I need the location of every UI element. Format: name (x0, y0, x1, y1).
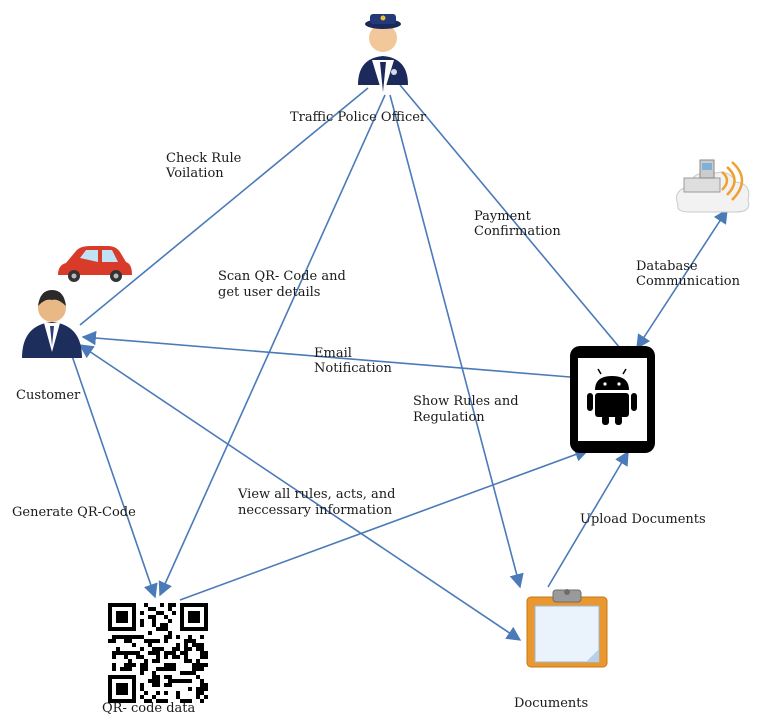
edge-officer-customer (79, 87, 369, 326)
label-upload: Upload Documents (580, 512, 706, 527)
car-icon (58, 246, 132, 282)
label-scan-qr-line2: get user details (218, 285, 320, 300)
qr-code-icon (108, 603, 208, 703)
label-show-rules-line2: Regulation (413, 410, 485, 425)
documents-label: Documents (514, 696, 588, 711)
database-server-icon (676, 159, 750, 213)
label-payment-line1: Payment (474, 209, 532, 224)
label-check-rule: Check Rule Voilation (165, 151, 245, 181)
label-view-rules-line1: View all rules, acts, and (237, 487, 395, 502)
label-view-rules: View all rules, acts, and neccessary inf… (237, 487, 400, 518)
label-email: Email Notification (314, 346, 392, 376)
edge-server-phone (636, 208, 728, 350)
label-view-rules-line2: neccessary information (238, 503, 393, 518)
edge-officer-phone (399, 84, 631, 362)
label-check-rule-line2: Voilation (165, 166, 224, 181)
label-scan-qr: Scan QR- Code and get user details (218, 269, 350, 300)
label-email-line1: Email (314, 346, 352, 361)
clipboard-icon (526, 589, 608, 668)
person-icon (22, 290, 82, 358)
officer-label: Traffic Police Officer (290, 110, 427, 125)
label-generate-qr: Generate QR-Code (12, 505, 136, 520)
label-database: Database Communication (636, 259, 741, 289)
label-show-rules-line1: Show Rules and (413, 394, 519, 409)
edge-qr-phone (179, 447, 590, 601)
label-database-line1: Database (636, 259, 698, 274)
label-payment: Payment Confirmation (474, 209, 561, 239)
qr-label: QR- code data (102, 701, 196, 715)
police-officer-icon (358, 14, 408, 96)
customer-label: Customer (16, 388, 81, 403)
edge-officer-documents (389, 94, 524, 589)
android-phone-icon (570, 346, 655, 453)
edge-customer-documents (78, 344, 522, 641)
label-show-rules: Show Rules and Regulation (413, 394, 523, 425)
label-email-line2: Notification (314, 361, 392, 376)
label-scan-qr-line1: Scan QR- Code and (218, 269, 346, 284)
label-payment-line2: Confirmation (474, 224, 561, 239)
label-check-rule-line1: Check Rule (166, 151, 242, 166)
label-database-line2: Communication (636, 274, 741, 289)
edge-documents-phone (547, 450, 629, 588)
